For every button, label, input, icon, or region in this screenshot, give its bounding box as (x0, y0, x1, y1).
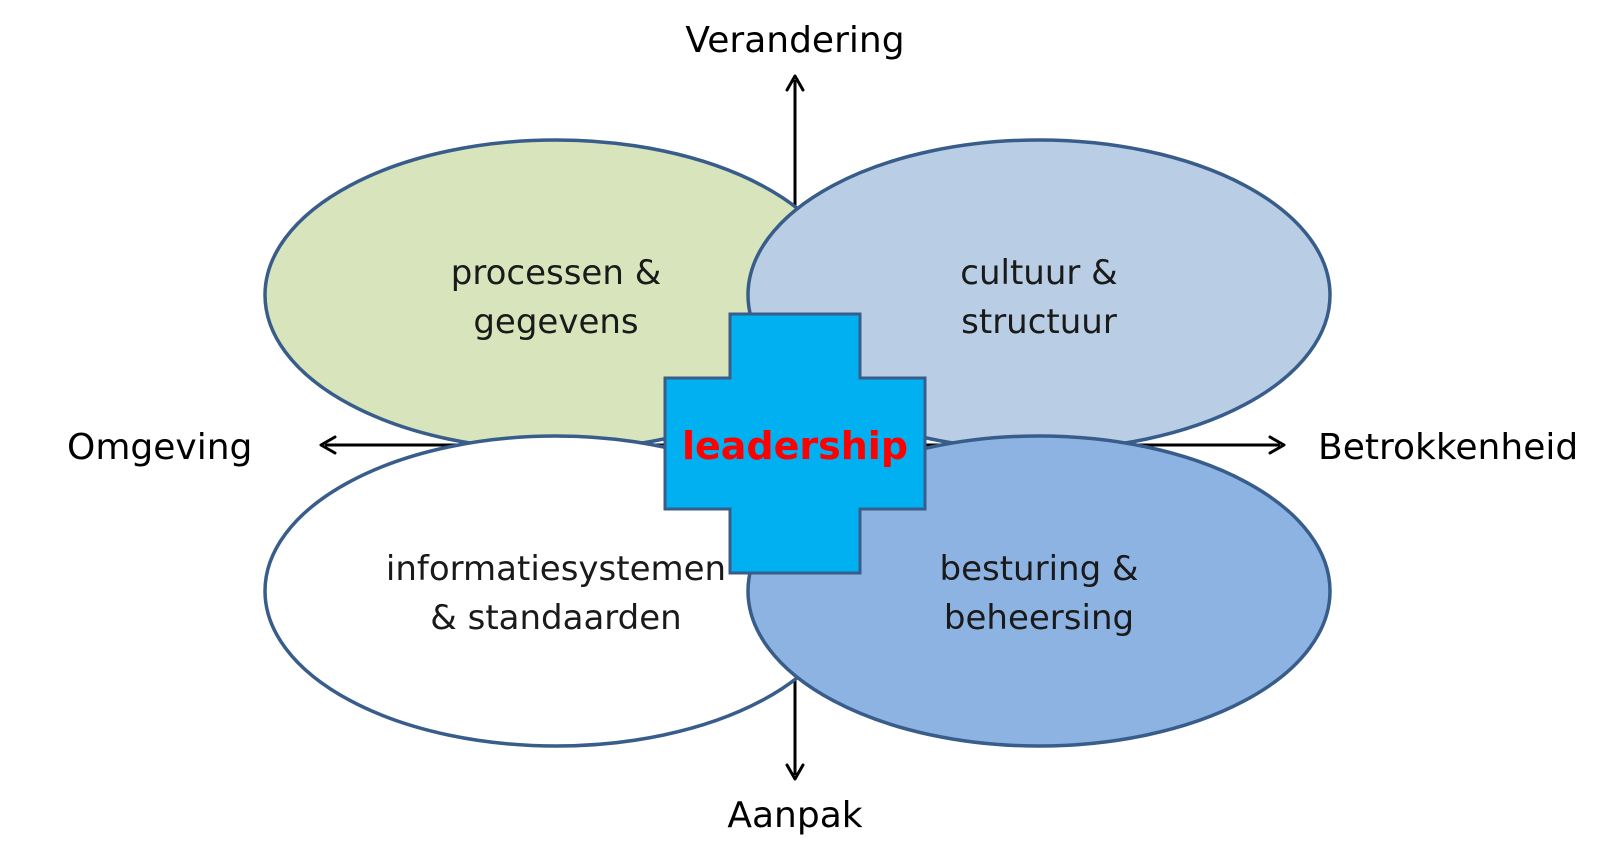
petal-text-bottom-right-line2: beheersing (944, 598, 1134, 638)
arrow-right-icon (1268, 435, 1286, 455)
petal-besturing-beheersing (746, 434, 1332, 748)
leadership-label: leadership (682, 424, 908, 468)
petal-text-top-left-line2: gegevens (473, 302, 638, 342)
axis-label-right: Betrokkenheid (1318, 427, 1578, 468)
arrow-up-icon (785, 74, 805, 92)
axis-label-bottom: Aanpak (727, 795, 862, 836)
leadership-cross (663, 312, 927, 575)
petal-text-top-right-line1: cultuur & (960, 253, 1117, 293)
axis-label-top: Verandering (685, 20, 904, 61)
petal-text-bottom-right-line1: besturing & (940, 549, 1139, 589)
axis-label-left: Omgeving (67, 427, 252, 468)
petal-text-top-right-line2: structuur (961, 302, 1117, 342)
arrow-down-icon (785, 763, 805, 781)
arrow-left-icon (319, 435, 337, 455)
petal-text-bottom-left-line1: informatiesystemen (386, 549, 726, 589)
petal-text-top-left-line1: processen & (451, 253, 661, 293)
petal-text-bottom-left-line2: & standaarden (430, 598, 681, 638)
